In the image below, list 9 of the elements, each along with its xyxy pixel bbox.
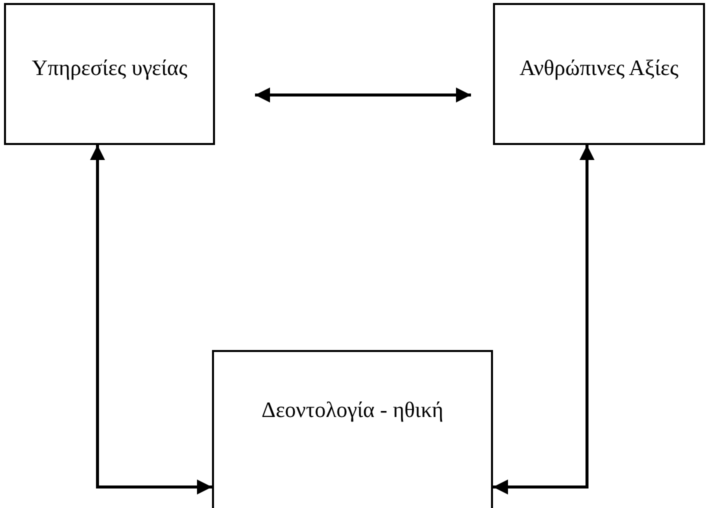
double-arrow (493, 145, 594, 494)
concept-box (493, 3, 705, 145)
concept-box (212, 350, 493, 508)
box-label: Υπηρεσίες υγείας (32, 54, 188, 82)
double-arrow (90, 145, 212, 494)
double-arrow (255, 88, 471, 102)
box-label: Ανθρώπινες Αξίες (520, 54, 678, 82)
box-label: Δεοντολογία - ηθική (262, 396, 444, 424)
concept-box (4, 3, 215, 145)
